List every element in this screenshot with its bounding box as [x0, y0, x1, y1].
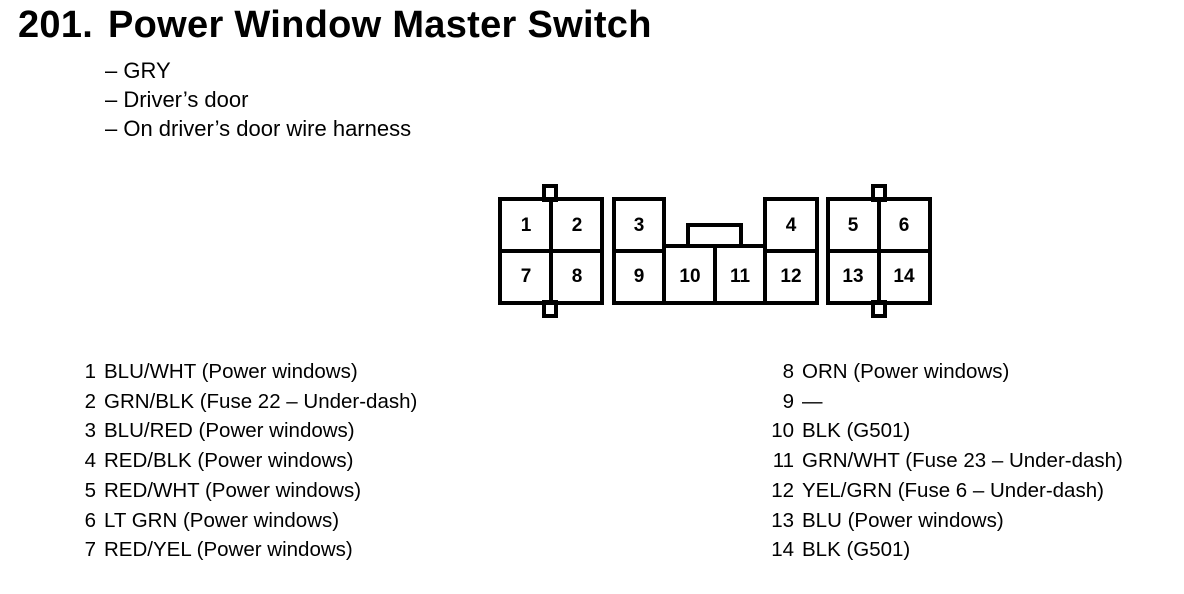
pin-list-item: 14 BLK (G501)	[758, 535, 1123, 565]
pin-description: BLK (G501)	[802, 538, 911, 562]
pin-number: 5	[84, 478, 96, 502]
pin-list-item: 6 LT GRN (Power windows)	[60, 506, 417, 536]
pin-list-item: 1 BLU/WHT (Power windows)	[60, 357, 417, 387]
pin-description: ORN (Power windows)	[802, 360, 1010, 383]
pin-number: 3	[84, 419, 96, 443]
connector-pin-label: 6	[899, 215, 910, 236]
note-harness: – On driver’s door wire harness	[105, 116, 412, 141]
connector-pin-label: 3	[634, 215, 645, 236]
connector-pin-label: 2	[572, 215, 583, 236]
pin-number: 11	[772, 449, 794, 473]
pin-number: 4	[84, 449, 96, 473]
pin-description: YEL/GRN (Fuse 6 – Under-dash)	[802, 478, 1104, 502]
connector-pin-label: 9	[634, 266, 645, 287]
pin-list-left: 1 BLU/WHT (Power windows) 2 GRN/BLK (Fuse 2…	[60, 357, 418, 565]
connector-pin-label: 5	[848, 215, 859, 236]
pin-description: BLU/WHT (Power windows)	[104, 360, 358, 383]
pin-list-item: 2 GRN/BLK (Fuse 22 – Under-dash)	[60, 387, 418, 417]
pin-number: 10	[771, 419, 794, 443]
pin-number: 6	[84, 508, 96, 532]
pin-description: RED/WHT (Power windows)	[104, 478, 362, 502]
connector-notes: – GRY – Driver’s door – On driver’s door…	[105, 56, 411, 143]
pin-list-item: 7 RED/YEL (Power windows)	[60, 535, 417, 565]
pin-list-item: 10 BLK (G501)	[758, 416, 1123, 446]
pin-number: 8	[782, 360, 794, 383]
pin-list-item: 11 GRN/WHT (Fuse 23 – Under-dash)	[758, 446, 1123, 476]
polarity-key	[686, 223, 743, 248]
pin-description: GRN/BLK (Fuse 22 – Under-dash)	[104, 389, 418, 413]
pin-description: BLU (Power windows)	[802, 508, 1004, 532]
connector-pin-label: 11	[730, 266, 751, 287]
pin-description: RED/YEL (Power windows)	[104, 538, 353, 562]
pin-list-item: 5 RED/WHT (Power windows)	[60, 476, 417, 506]
pin-description: LT GRN (Power windows)	[104, 508, 340, 532]
connector-pin-label: 7	[521, 266, 532, 287]
connector-pin-label: 10	[679, 266, 700, 287]
pin-list-item: 12 YEL/GRN (Fuse 6 – Under-dash)	[758, 476, 1123, 506]
pin-description: BLK (G501)	[802, 419, 911, 443]
page-title: 201. Power Window Master Switch	[18, 4, 652, 47]
pin-number: 7	[84, 538, 96, 562]
figure-number: 201.	[18, 4, 94, 46]
pin-number: 1	[84, 360, 96, 383]
pin-list-item: 9—	[758, 387, 1123, 417]
pin-description: —	[802, 389, 823, 413]
connector-pin-label: 14	[893, 266, 915, 287]
pin-number: 9	[782, 389, 794, 413]
pin-number: 12	[771, 478, 794, 502]
connector-pin-label: 13	[842, 266, 863, 287]
title-text: Power Window Master Switch	[108, 4, 652, 46]
pin-number: 14	[771, 538, 794, 562]
connector-pin-label: 1	[521, 215, 532, 236]
connector-pin-label: 4	[786, 215, 797, 236]
pin-number: 13	[771, 508, 794, 532]
pin-number: 2	[84, 389, 96, 413]
connector-pin-label: 8	[572, 266, 583, 287]
connector-pin-label: 12	[780, 266, 801, 287]
pin-description: BLU/RED (Power windows)	[104, 419, 355, 443]
note-location: – Driver’s door	[105, 87, 249, 112]
pin-list-item: 3 BLU/RED (Power windows)	[60, 416, 417, 446]
note-color: – GRY	[105, 58, 171, 83]
pin-description: RED/BLK (Power windows)	[104, 449, 354, 473]
pin-list-item: 13 BLU (Power windows)	[758, 506, 1123, 536]
pin-description: GRN/WHT (Fuse 23 – Under-dash)	[802, 449, 1123, 473]
pin-list-item: 8 ORN (Power windows)	[758, 357, 1123, 387]
pin-list-item: 4 RED/BLK (Power windows)	[60, 446, 417, 476]
